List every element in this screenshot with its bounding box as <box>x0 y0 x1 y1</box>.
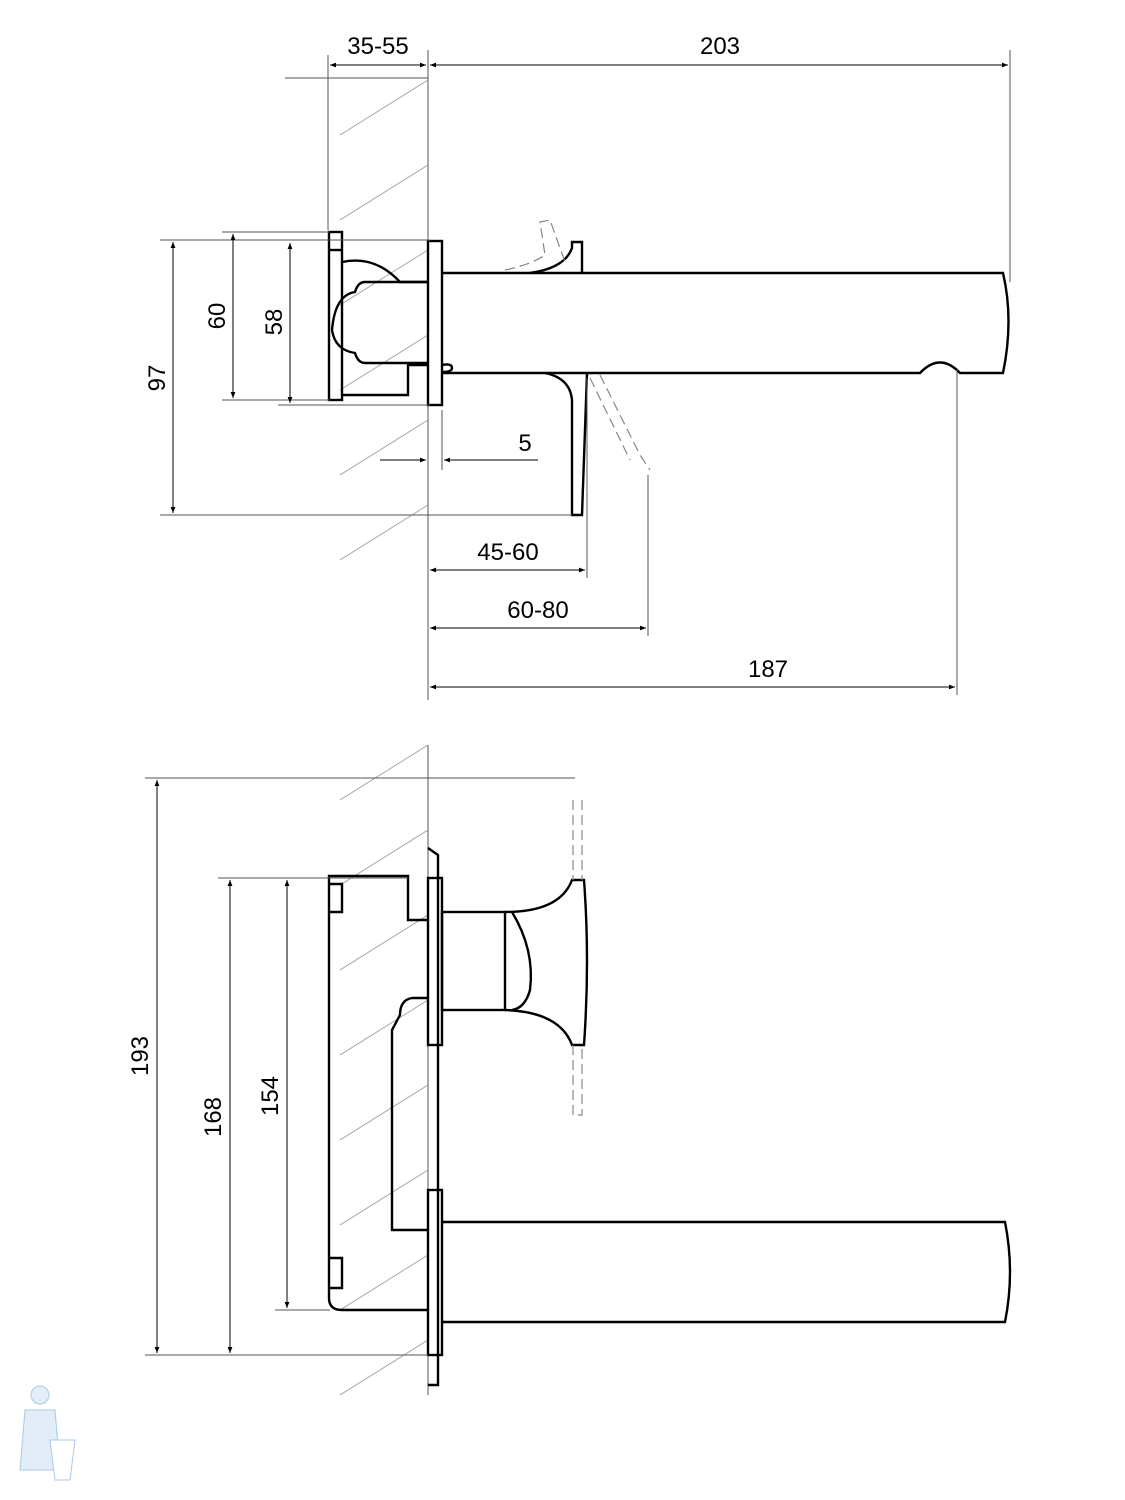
dim-58: 58 <box>261 309 288 336</box>
dim-203: 203 <box>700 33 740 60</box>
side-dimensions: 193 168 154 <box>127 777 575 1356</box>
plumber-logo <box>19 1385 76 1481</box>
dim-35-55: 35-55 <box>347 33 408 60</box>
wall-side <box>339 744 429 1396</box>
dim-154: 154 <box>257 1076 284 1116</box>
dim-168: 168 <box>200 1097 227 1137</box>
dim-45-60: 45-60 <box>477 539 538 566</box>
dim-187: 187 <box>748 656 788 683</box>
side-view: 193 168 154 <box>127 744 1012 1396</box>
dim-60-80: 60-80 <box>507 597 568 624</box>
dim-193: 193 <box>127 1036 154 1076</box>
top-view: 35-55 203 97 60 58 5 45-60 60-80 <box>144 33 1011 700</box>
dim-5: 5 <box>518 430 531 457</box>
faucet-side <box>327 800 1012 1387</box>
dim-60: 60 <box>204 303 231 330</box>
dim-97: 97 <box>144 365 171 392</box>
wall <box>285 50 429 700</box>
top-dimensions: 35-55 203 97 60 58 5 45-60 60-80 <box>144 33 1011 695</box>
faucet-top <box>327 219 1010 517</box>
